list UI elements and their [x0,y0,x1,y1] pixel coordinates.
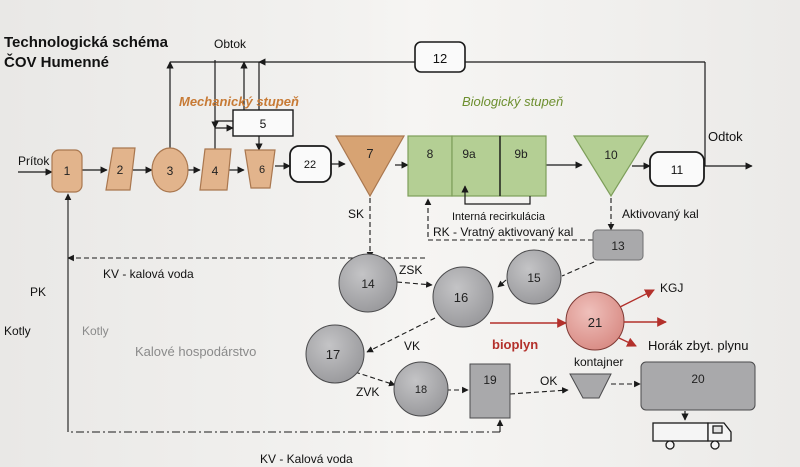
node-20-label: 20 [691,372,705,386]
vk-label: VK [404,339,420,353]
biological-stage-label: Biologický stupeň [462,94,563,109]
node-18-label: 18 [415,384,427,396]
node-16-label: 16 [454,290,468,305]
node-12-label: 12 [433,51,447,66]
zvk-label: ZVK [356,385,379,399]
internal-recirculation-label: Interná recirkulácia [452,211,546,223]
node-19-label: 19 [483,373,497,387]
pk-label: PK [30,285,46,299]
node-14-label: 14 [361,277,375,291]
node-2-label: 2 [117,163,124,177]
node-4-label: 4 [212,164,219,178]
mechanical-stage-label: Mechanický stupeň [179,94,299,109]
title-line-2: ČOV Humenné [4,53,109,71]
rk-label: RK - Vratný aktivovaný kal [433,225,573,239]
zsk-label: ZSK [399,263,422,277]
node-5-label: 5 [260,117,267,131]
kgj-label: KGJ [660,281,683,295]
bioplyn-label: bioplyn [492,337,538,352]
node-22 [289,145,332,183]
node-7 [334,135,406,198]
node-5 [232,109,294,137]
node-6 [244,149,276,189]
pritok-label: Prítok [18,154,50,168]
node-3-label: 3 [167,164,174,178]
node-12 [414,41,466,73]
node-8-label: 8 [427,147,434,161]
kotly-right-label: Kotly [82,324,109,338]
aktivovany-kal-label: Aktivovaný kal [622,207,699,221]
node-4 [199,148,232,191]
node-9a [451,135,501,197]
node-11 [649,151,705,187]
node-1-label: 1 [64,164,71,178]
node-14 [338,253,398,313]
sk-label: SK [348,207,364,221]
node-2 [105,147,136,191]
node-17-label: 17 [326,347,340,362]
main-flow-arrows [18,160,753,176]
truck-icon [652,422,732,450]
title-line-1: Technologická schéma [4,34,169,51]
bypass-lines [166,60,706,166]
node-21-label: 21 [588,315,602,330]
kv-kalova-voda-bottom-label: KV - Kalová voda [260,452,353,466]
node-1 [51,149,83,193]
node-18 [393,361,449,417]
node-3 [151,147,189,193]
node-13-label: 13 [611,239,625,253]
kotly-left-label: Kotly [4,324,31,338]
node-9b-label: 9b [514,147,528,161]
obtok-label: Obtok [214,37,247,51]
node-17 [305,324,365,384]
node-10-label: 10 [604,148,618,162]
node-21 [565,291,625,351]
kalove-hospodarstvo-label: Kalové hospodárstvo [135,344,256,359]
node-20 [640,361,756,411]
node-22-label: 22 [304,159,316,171]
internal-recirculation-arrow [461,185,531,205]
horak-label: Horák zbyt. plynu [648,338,748,353]
kv-kalova-voda-top-label: KV - kalová voda [103,267,194,281]
node-11-label: 11 [671,163,684,177]
node-10 [572,135,650,198]
container-funnel [569,373,612,399]
kv-bottom-line [70,419,504,433]
node-8 [407,135,453,197]
ok-label: OK [540,374,557,388]
node-9b [499,135,547,197]
node-13 [592,229,644,261]
node-6-label: 6 [259,164,265,176]
node-9a-label: 9a [462,147,476,161]
node-16 [432,266,494,328]
kontajner-label: kontajner [574,355,623,369]
node-7-label: 7 [366,146,373,161]
node-19 [469,363,511,419]
node-15-label: 15 [527,271,541,285]
odtok-label: Odtok [708,129,743,144]
node-15 [506,249,562,305]
